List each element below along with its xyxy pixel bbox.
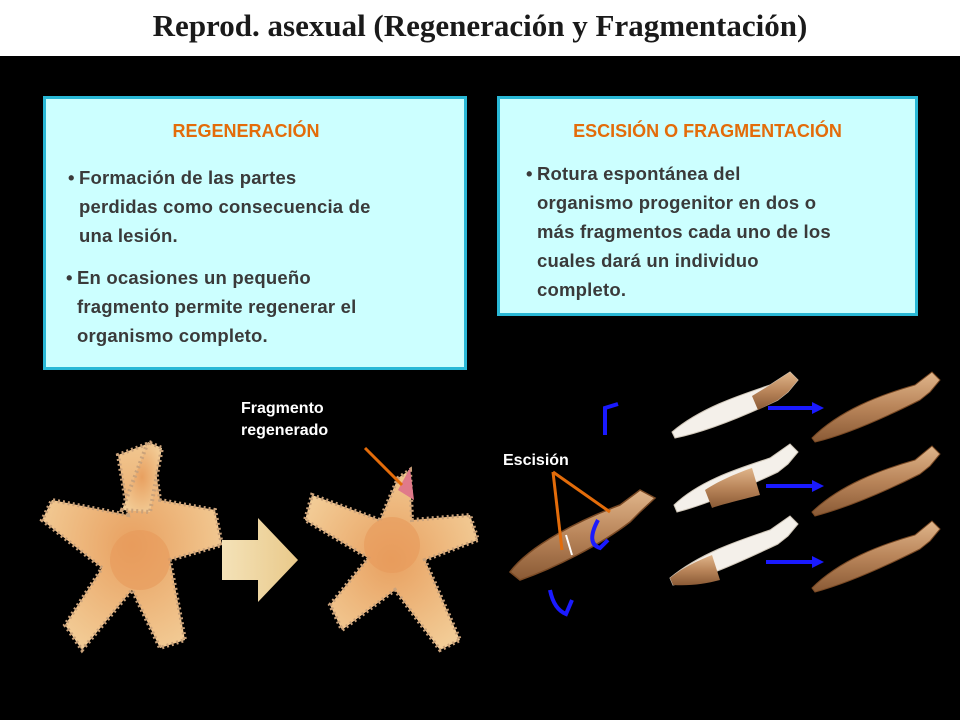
worm-regenerated-3 <box>811 520 941 593</box>
bullet-dot-icon: • <box>68 167 75 188</box>
escision-pointer <box>551 470 611 551</box>
fragmento-pointer <box>363 446 404 487</box>
blue-arrow-up <box>603 402 619 435</box>
bullet-dot-icon: • <box>66 267 73 288</box>
title-bar <box>0 0 960 56</box>
bullet-dot-icon: • <box>526 163 533 184</box>
worm-regenerated-2 <box>811 445 941 517</box>
regeneracion-box: REGENERACIÓN • Formación de las partes p… <box>43 96 467 370</box>
worm-regenerated-1 <box>811 371 941 443</box>
worm-fragment-3 <box>669 515 799 586</box>
worm-fragment-1 <box>671 371 799 439</box>
starfish-severed-arm <box>119 439 165 515</box>
blue-arrow-curve <box>590 519 610 551</box>
regeneracion-bullet-1: • Formación de las partes perdidas como … <box>68 163 371 250</box>
starfish-injured <box>39 439 225 654</box>
escision-heading: ESCISIÓN O FRAGMENTACIÓN <box>573 121 842 141</box>
worm-fragment-2 <box>673 443 799 513</box>
starfish-regenerated <box>302 466 481 653</box>
escision-bullet-1: • Rotura espontánea del organismo progen… <box>526 159 831 304</box>
escision-label: Escisión <box>503 452 569 469</box>
fragmento-regenerado-label: Fragmento regenerado <box>241 400 329 439</box>
slide-title: Reprod. asexual (Regeneración y Fragment… <box>152 8 808 43</box>
regeneracion-heading: REGENERACIÓN <box>172 121 320 141</box>
blue-arrow-down <box>548 589 574 617</box>
escision-box: ESCISIÓN O FRAGMENTACIÓN • Rotura espont… <box>497 96 918 316</box>
process-arrow <box>222 518 298 602</box>
regeneracion-bullet-2: • En ocasiones un pequeño fragmento perm… <box>66 263 356 350</box>
flatworm-dividing <box>508 489 657 581</box>
